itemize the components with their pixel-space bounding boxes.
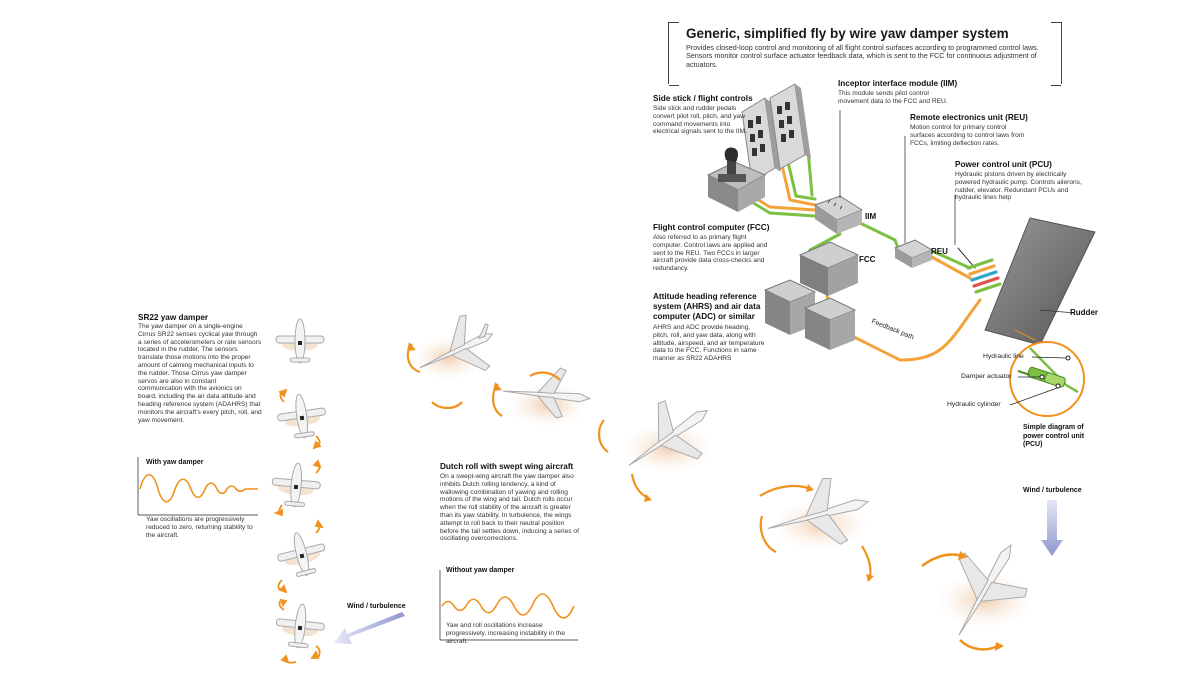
reu-label: REU (931, 247, 948, 256)
rudder-pedals-graphic (741, 83, 811, 183)
jet-1-group (406, 314, 494, 410)
pcu-detail-graphic (1009, 329, 1085, 417)
wind-label-left: Wind / turbulence (347, 603, 406, 610)
sr22-aircraft-3 (271, 462, 321, 508)
title-frame (668, 22, 1062, 86)
side-stick-graphic (706, 147, 767, 212)
jet-wind-arrow (1041, 500, 1063, 556)
leader-lines (839, 110, 956, 245)
ahrs-text: AHRS and ADC provide heading, pitch, rol… (653, 324, 765, 363)
side-stick-text: Side stick and rudder pedals convert pil… (653, 105, 747, 136)
reu-text: Motion control for primary control surfa… (910, 124, 1025, 147)
sr22-aircraft-column (271, 318, 405, 664)
dutch-roll-heading: Dutch roll with swept wing aircraft (440, 462, 574, 471)
sr22-aircraft-1 (275, 318, 325, 364)
sr22-text: The yaw damper on a single-engine Cirrus… (138, 323, 262, 424)
dutch-roll-text: On a swept-wing aircraft the yaw damper … (440, 473, 579, 543)
growing-wave-chart (439, 570, 578, 641)
iim-label: IIM (865, 212, 877, 221)
side-stick-heading: Side stick / flight controls (653, 94, 753, 103)
with-damper-caption: Yaw oscillations are progressively reduc… (146, 516, 253, 539)
pcu-text: Hydraulic pistons driven by electrically… (955, 171, 1082, 202)
fcc-text: Also referred to as primary flight compu… (653, 234, 768, 273)
page-subtitle: Provides closed-loop control and monitor… (686, 43, 1039, 69)
wind-label-right: Wind / turbulence (1023, 487, 1082, 494)
ahrs-heading: Attitude heading reference system (AHRS)… (653, 292, 761, 321)
pcu-caption: Simple diagram of power control unit (PC… (1023, 424, 1085, 448)
sr22-yaw-arrows (273, 388, 324, 664)
pcu-heading: Power control unit (PCU) (955, 160, 1052, 169)
jet-2-group (492, 367, 592, 427)
damper-actuator-label: Damper actuator (961, 373, 1012, 380)
iim-text: This module sends pilot control movement… (838, 90, 948, 105)
sr22-heading: SR22 yaw damper (138, 313, 209, 322)
pcu-lines-graphic (957, 247, 1002, 294)
rudder-graphic (984, 217, 1096, 346)
page-title: Generic, simplified fly by wire yaw damp… (686, 26, 1009, 41)
sr22-aircraft-2 (277, 393, 326, 439)
rudder-label: Rudder (1070, 308, 1098, 317)
fcc-heading: Flight control computer (FCC) (653, 223, 770, 232)
damped-wave-chart (137, 457, 258, 516)
with-damper-label: With yaw damper (146, 459, 204, 466)
hydraulic-cylinder-label: Hydraulic cylinder (947, 401, 1001, 408)
reu-box-graphic (893, 239, 934, 268)
fcc-box-graphic (798, 241, 860, 296)
without-damper-caption: Yaw and roll oscillations increase progr… (446, 622, 565, 645)
hydraulic-line-label: Hydraulic line (983, 353, 1024, 360)
reu-heading: Remote electronics unit (REU) (910, 113, 1028, 122)
fcc-label: FCC (859, 255, 876, 264)
iim-heading: Inceptor interface module (IIM) (838, 79, 958, 88)
iim-box-graphic (813, 195, 864, 234)
jet-3-group (598, 400, 713, 502)
without-damper-label: Without yaw damper (446, 567, 515, 574)
ahrs-box-graphic (763, 279, 857, 350)
sr22-aircraft-4 (277, 532, 326, 577)
jet-5-group (921, 543, 1033, 651)
jet-4-group (759, 477, 874, 582)
sr22-aircraft-5 (275, 603, 325, 649)
sr22-wind-arrow (334, 612, 405, 644)
